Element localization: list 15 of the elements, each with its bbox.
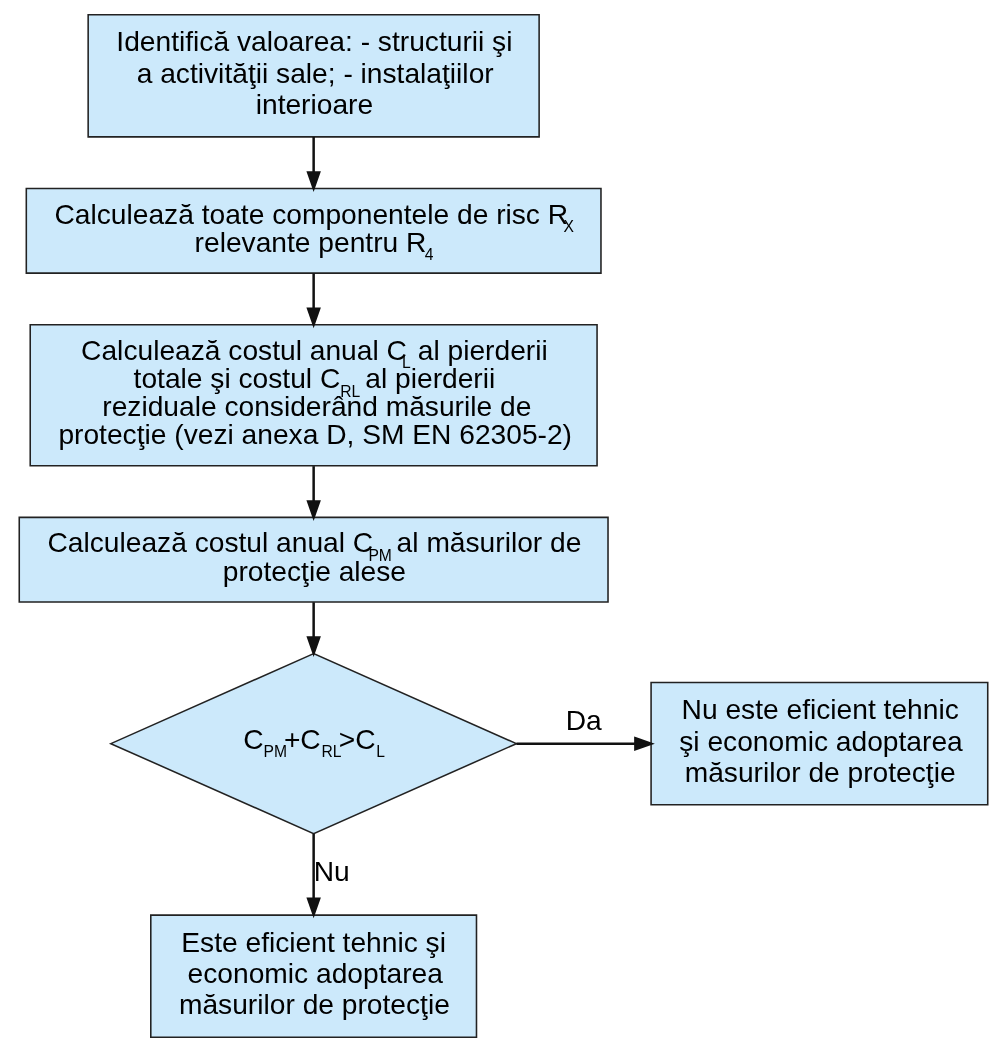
arrow	[305, 466, 321, 521]
arrow	[515, 736, 655, 751]
edge-label: Da	[565, 704, 602, 737]
arrow	[305, 137, 321, 192]
node-box: Calculează toate componentele de risc R$_{X}$ relevante pentru R$_{4}$	[25, 187, 602, 274]
arrow	[305, 273, 321, 329]
edge-label: Nu	[313, 855, 350, 888]
node-box: Calculează costul anual C$_{L}$ al pierderii totale şi costul C$_{RL}$ al pierderii reziduale considerând măsurile de protecţie (vezi anexa D, SM EN 62305-2)	[28, 324, 598, 467]
arrow	[305, 602, 321, 657]
node-box: Identifică valoarea: - structurii şi a activităţii sale; - instalaţiilor interioare	[86, 13, 540, 138]
node-box: Este eficient tehnic şi economic adoptarea măsurilor de protecţie	[149, 914, 477, 1039]
arrow	[305, 833, 321, 919]
node-box: Nu este eficient tehnic şi economic adoptarea măsurilor de protecţie	[649, 681, 989, 806]
node-diamond: C$_{PM}$+C$_{RL}$>C$_{L}$	[108, 652, 518, 835]
node-box: Calculează costul anual C$_{PM}$ al măsurilor de protecţie alese	[17, 516, 609, 603]
